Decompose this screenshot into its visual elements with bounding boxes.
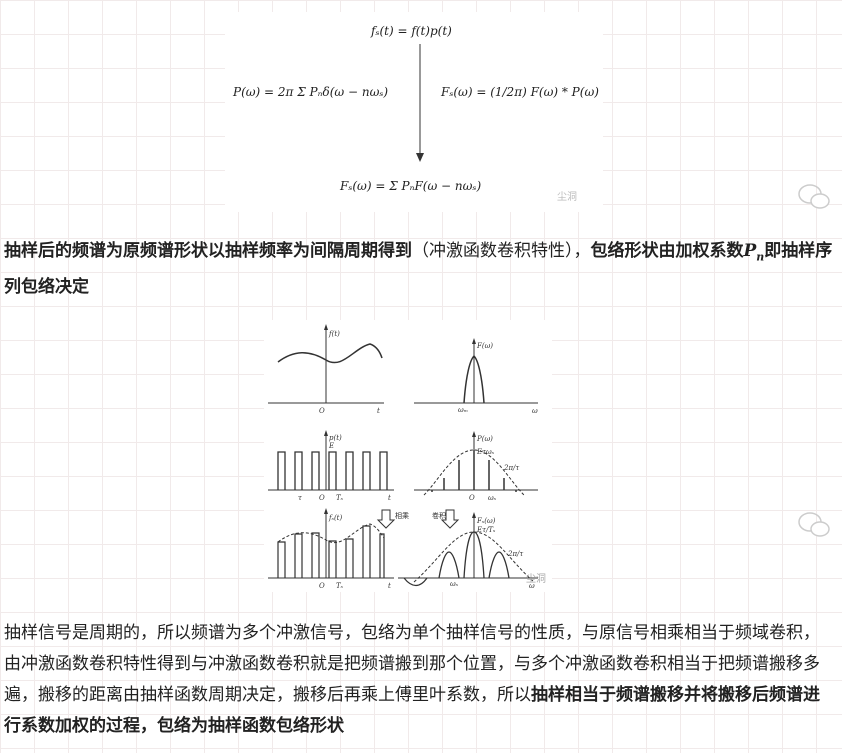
label-w-1: ω — [532, 407, 538, 415]
p1-bold-end: 即抽样序列包络决定 — [4, 241, 833, 298]
label-conv: 卷积 — [432, 511, 446, 520]
formula-figure: fₛ(t) = f(t)p(t) P(ω) = 2π Σ Pₙδ(ω − nωₛ… — [225, 12, 603, 212]
paragraph-1: 抽样后的频谱为原频谱形状以抽样频率为间隔周期得到（冲激函数卷积特性），包络形状由… — [4, 236, 834, 303]
label-origin-3: O — [469, 494, 475, 502]
label-Ts-1: Tₛ — [336, 494, 344, 502]
p1-paren: （冲激函数卷积特性）， — [412, 241, 591, 261]
label-mul: 相乘 — [395, 511, 409, 520]
label-w-2: ω — [529, 582, 535, 590]
p2-normal: 抽样信号是周期的，所以频谱为多个冲激信号，包络为单个抽样信号的性质，与原信号相乘… — [4, 623, 820, 705]
fig1-watermark: 尘洞 — [557, 191, 577, 203]
eq-right: Fₛ(ω) = (1/2π) F(ω) * P(ω) — [440, 85, 599, 99]
label-ft: f(t) — [328, 330, 340, 338]
label-fst: fₛ(t) — [328, 514, 342, 522]
label-Etau-ws: Eτωₛ — [476, 448, 495, 456]
label-Ts-2: Tₛ — [336, 582, 344, 590]
label-2pi-tau-1: 2π/τ — [503, 464, 519, 472]
pn-symbol: Pn — [743, 241, 765, 264]
eq-left: P(ω) = 2π Σ Pₙδ(ω − nωₛ) — [232, 85, 388, 99]
label-2pi-tau-2: 2π/τ — [507, 550, 523, 558]
label-Fw: F(ω) — [476, 342, 493, 350]
label-Fsw: Fₛ(ω) — [476, 517, 496, 525]
wechat-watermark-icon-2 — [798, 512, 830, 537]
wechat-watermark-icon — [798, 184, 830, 209]
paragraph-2: 抽样信号是周期的，所以频谱为多个冲激信号，包络为单个抽样信号的性质，与原信号相乘… — [4, 618, 834, 742]
eq-bottom: Fₛ(ω) = Σ PₙF(ω − nωₛ) — [339, 179, 481, 193]
label-pt: p(t) — [329, 434, 342, 442]
label-ws-2: ωₛ — [450, 580, 459, 588]
label-ws-1: ωₛ — [488, 494, 497, 502]
label-wm-1: ωₘ — [458, 406, 468, 414]
label-origin-1: O — [319, 407, 325, 415]
fig2-watermark: 尘洞 — [526, 573, 546, 585]
p1-bold-mid: 包络形状由加权系数 — [590, 241, 744, 261]
label-t-1: t — [377, 407, 380, 415]
label-t-2: t — [388, 494, 391, 502]
label-Pw: P(ω) — [476, 435, 493, 443]
label-origin-2: O — [319, 494, 325, 502]
p1-bold-start: 抽样后的频谱为原频谱形状以抽样频率为间隔周期得到 — [4, 241, 412, 261]
label-Etau-Ts: Eτ/Tₛ — [476, 526, 496, 534]
label-E: E — [328, 442, 334, 450]
eq-top: fₛ(t) = f(t)p(t) — [370, 24, 452, 38]
label-tau: τ — [298, 494, 302, 502]
label-origin-4: O — [319, 582, 325, 590]
p2-bold: 抽样相当于频谱搬移并将搬移后频谱进行系数加权的过程，包络为抽样函数包络形状 — [4, 685, 820, 736]
label-t-3: t — [388, 582, 391, 590]
sampling-spectrum-figure: f(t) F(ω) O t ωₘ ω p(t) E P(ω) Eτωₛ 2π/τ… — [264, 320, 552, 592]
